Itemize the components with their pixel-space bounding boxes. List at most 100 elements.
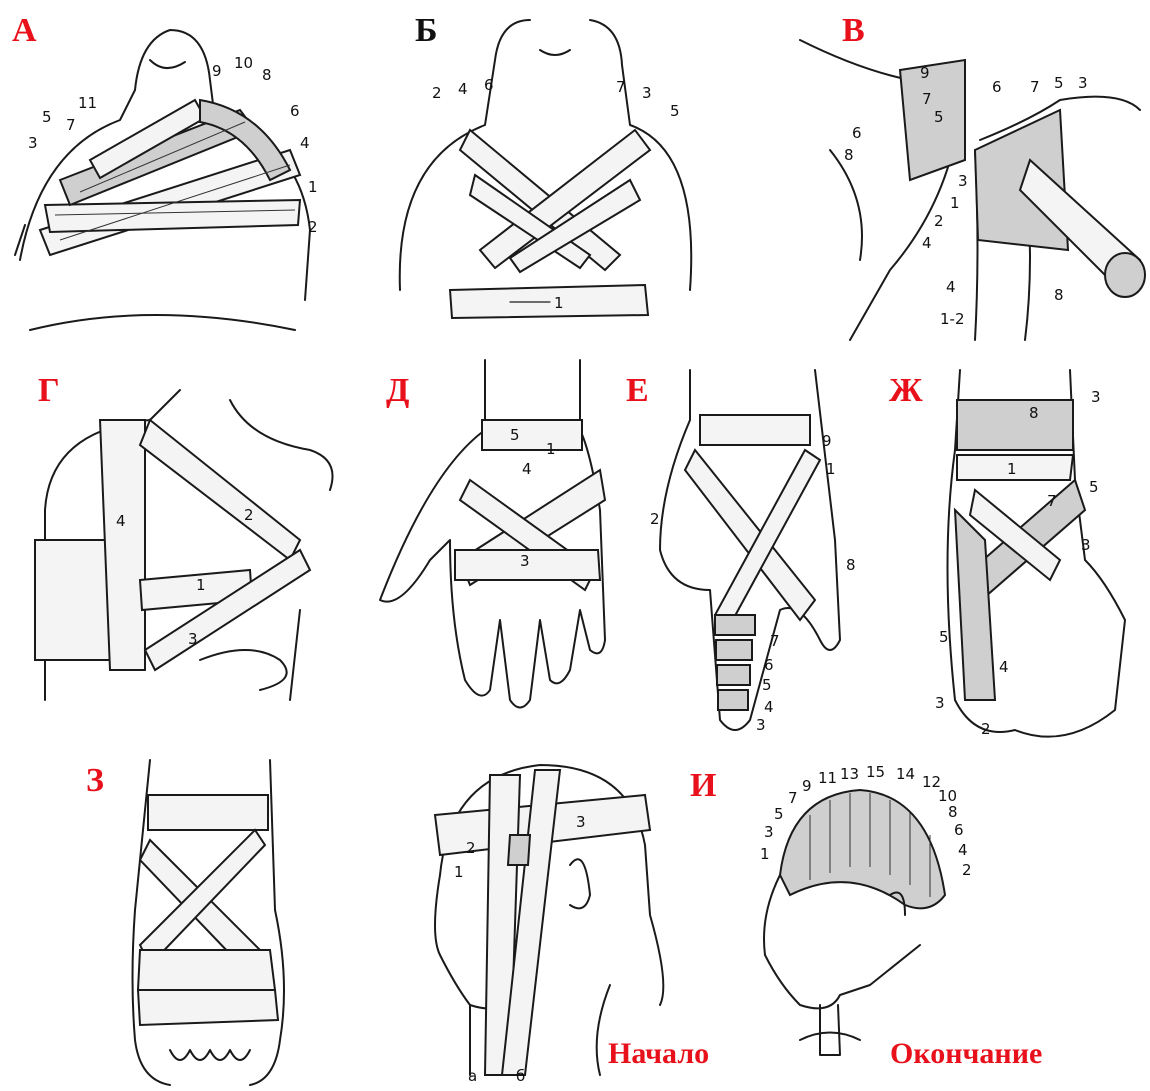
label-4: 4 <box>458 82 468 97</box>
label-3: 3 <box>1091 390 1101 405</box>
label-5: 5 <box>510 428 520 443</box>
label-2: 2 <box>466 841 476 856</box>
label-8: 8 <box>844 148 854 163</box>
panel-v: В 9 7 5 6 8 3 1 2 4 6 7 5 3 4 1-2 8 <box>800 0 1145 350</box>
label-3: 3 <box>764 825 774 840</box>
caption-end: Окончание <box>890 1039 1042 1069</box>
label-9: 9 <box>212 64 222 79</box>
label-5: 5 <box>1089 480 1099 495</box>
panel-g-drawing <box>0 360 345 740</box>
label-2: 2 <box>432 86 442 101</box>
label-11: 11 <box>818 771 837 786</box>
label-5: 5 <box>42 110 52 125</box>
label-14: 14 <box>896 767 915 782</box>
label-5: 5 <box>1054 76 1064 91</box>
panel-a: А 5 7 11 3 9 10 8 6 4 1 2 <box>0 0 340 350</box>
panel-e: Е 9 1 2 8 7 6 5 4 3 <box>620 360 875 745</box>
label-1: 1 <box>950 196 960 211</box>
panel-d: Д 5 1 4 3 <box>370 360 620 740</box>
label-6: 6 <box>764 658 774 673</box>
panel-i: И 1 3 5 7 9 11 13 15 14 12 10 8 6 4 2 Ок… <box>690 755 1145 1090</box>
label-1: 1 <box>1007 462 1017 477</box>
label-1: 1 <box>546 442 556 457</box>
label-4: 4 <box>922 236 932 251</box>
label-7: 7 <box>1047 494 1057 509</box>
label-9: 9 <box>822 434 832 449</box>
panel-head-start: 1 2 3 а б Начало <box>410 755 730 1090</box>
label-9: 9 <box>920 66 930 81</box>
label-1: 1 <box>454 865 464 880</box>
label-5: 5 <box>934 110 944 125</box>
label-9: 9 <box>802 779 812 794</box>
label-3: 3 <box>188 632 198 647</box>
label-5: 5 <box>774 807 784 822</box>
label-8: 8 <box>846 558 856 573</box>
label-3: 3 <box>520 554 530 569</box>
label-7: 7 <box>922 92 932 107</box>
label-10: 10 <box>938 789 957 804</box>
label-3: 3 <box>958 174 968 189</box>
panel-d-drawing <box>370 360 620 740</box>
panel-e-letter: Е <box>626 374 649 408</box>
panel-g-letter: Г <box>38 374 60 408</box>
label-1-2: 1-2 <box>940 312 965 327</box>
label-10: 10 <box>234 56 253 71</box>
label-3: 3 <box>576 815 586 830</box>
label-2: 2 <box>934 214 944 229</box>
panel-i-letter: И <box>690 769 716 803</box>
label-3: 3 <box>1078 76 1088 91</box>
label-5: 5 <box>670 104 680 119</box>
label-2: 2 <box>308 220 318 235</box>
label-15: 15 <box>866 765 885 780</box>
label-2: 2 <box>981 722 991 737</box>
label-4: 4 <box>958 843 968 858</box>
panel-b: Б 2 4 6 7 3 5 1 <box>390 0 710 350</box>
label-6: 6 <box>290 104 300 119</box>
label-3: 3 <box>642 86 652 101</box>
panel-z-drawing <box>80 750 310 1090</box>
label-4: 4 <box>946 280 956 295</box>
label-8: 8 <box>948 805 958 820</box>
label-1: 1 <box>760 847 770 862</box>
panel-zh-drawing <box>885 360 1145 750</box>
panel-v-letter: В <box>842 14 865 48</box>
label-2: 2 <box>244 508 254 523</box>
label-2: 2 <box>962 863 972 878</box>
label-13: 13 <box>840 767 859 782</box>
label-6: 6 <box>992 80 1002 95</box>
label-3: 3 <box>1081 538 1091 553</box>
label-11: 11 <box>78 96 97 111</box>
panel-b-letter: Б <box>415 14 437 48</box>
label-8: 8 <box>1029 406 1039 421</box>
label-3: 3 <box>756 718 766 733</box>
label-5: 5 <box>762 678 772 693</box>
label-4: 4 <box>116 514 126 529</box>
label-8: 8 <box>262 68 272 83</box>
label-b: б <box>516 1069 525 1084</box>
label-1: 1 <box>308 180 318 195</box>
label-4: 4 <box>999 660 1009 675</box>
panel-b-drawing <box>390 0 710 350</box>
label-1: 1 <box>554 296 564 311</box>
label-6: 6 <box>852 126 862 141</box>
panel-z-letter: З <box>86 764 104 798</box>
label-3: 3 <box>28 136 38 151</box>
label-5: 5 <box>939 630 949 645</box>
label-1: 1 <box>196 578 206 593</box>
label-3: 3 <box>935 696 945 711</box>
panel-z: З <box>80 750 310 1090</box>
panel-a-letter: А <box>12 14 37 48</box>
label-4: 4 <box>300 136 310 151</box>
panel-e-drawing <box>620 360 875 745</box>
panel-g: Г 4 1 2 3 <box>0 360 345 740</box>
label-1: 1 <box>826 462 836 477</box>
label-7: 7 <box>66 118 76 133</box>
label-6: 6 <box>954 823 964 838</box>
label-7: 7 <box>770 634 780 649</box>
label-a: а <box>468 1069 477 1084</box>
panel-a-drawing <box>0 0 340 350</box>
label-7: 7 <box>616 80 626 95</box>
panel-zh-letter: Ж <box>889 374 923 408</box>
panel-d-letter: Д <box>386 374 409 408</box>
label-2: 2 <box>650 512 660 527</box>
